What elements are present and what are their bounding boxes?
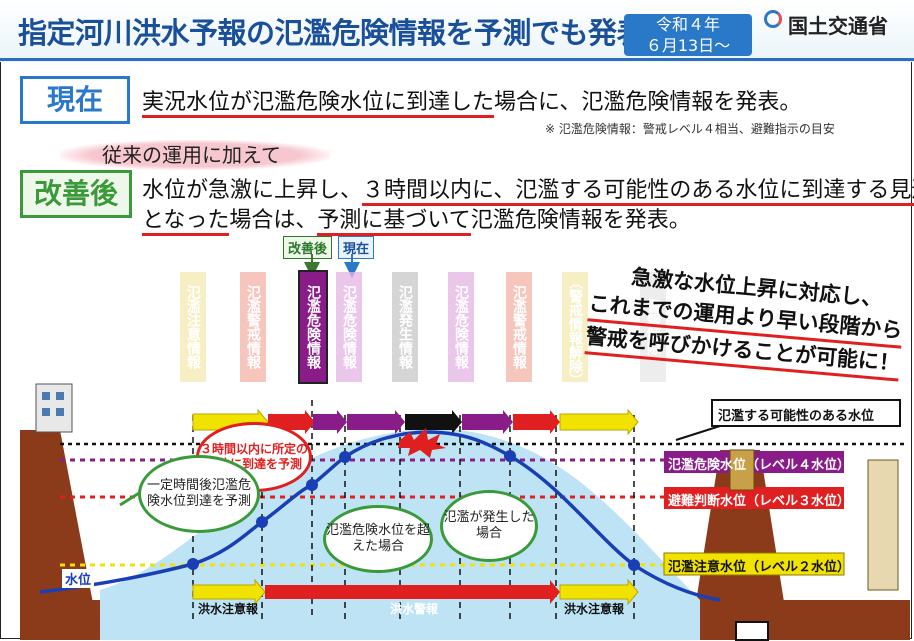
info-card-0: 氾濫注意情報: [180, 272, 206, 382]
improved-line2-b: 場合は、: [229, 208, 318, 233]
current-description: 実況水位が氾濫危険水位に到達した場合に、氾濫危険情報を発表。: [142, 84, 802, 118]
info-card-8: 警報解除: [640, 272, 666, 382]
info-card-2: 氾濫危険情報: [300, 272, 326, 382]
bubble-fixed-time: 一定時間後氾濫危険水位到達を予測: [138, 455, 260, 533]
bottom-warning-band: [192, 578, 639, 606]
date-badge: 令和４年 ６月13日～: [624, 14, 752, 56]
water-level-label: 水位: [62, 569, 95, 588]
bottom-watch-label: 洪水注意報: [198, 602, 259, 616]
current-note: ※ 氾濫危険情報：警戒レベル４相当、避難指示の目安: [545, 122, 835, 136]
improved-line1: 水位が急激に上昇し、３時間以内に、氾濫する可能性のある水位に到達する見通し: [142, 172, 914, 206]
improved-line2-c: 予測に基づいて: [317, 208, 471, 236]
level3-label: 避難判断水位（レベル３水位）: [668, 494, 851, 509]
header-divider: [0, 58, 914, 61]
possible-flood-label: 氾濫する可能性のある水位: [718, 409, 875, 424]
header: 指定河川洪水予報の氾濫危険情報を予測でも発表 令和４年 ６月13日～ 国土交通省: [0, 0, 914, 62]
tag-current: 現在: [338, 236, 375, 259]
info-card-4: 氾濫発生情報: [392, 272, 418, 382]
info-card-3: 氾濫危険情報: [336, 272, 362, 382]
level2-label: 氾濫注意水位（レベル２水位）: [668, 560, 851, 575]
page-title: 指定河川洪水予報の氾濫危険情報を予測でも発表: [18, 16, 646, 50]
bubble-exceeded: 氾濫危険水位を超えた場合: [323, 505, 433, 573]
improved-label: 改善後: [20, 170, 132, 218]
current-text-rest: 場合に、氾濫危険情報を発表。: [494, 90, 802, 115]
tag-improved: 改善後: [283, 236, 333, 259]
building: [35, 383, 73, 433]
bottom-watch2-label: 洪水注意報: [564, 602, 625, 616]
info-card-5: 氾濫危険情報: [448, 272, 474, 382]
info-card-1: 氾濫警戒情報: [240, 272, 266, 382]
ministry-name: 国土交通省: [788, 14, 888, 38]
improved-line2: となった場合は、予測に基づいて氾濫危険情報を発表。: [142, 202, 691, 236]
improved-line1-b: ３時間以内に、氾濫する可能性のある水位に到達する見通し: [362, 178, 914, 206]
current-text-underlined: 実況水位が氾濫危険水位に到達した: [142, 90, 495, 118]
info-card-6: 氾濫警戒情報: [506, 272, 532, 382]
possible-flood-box: [711, 399, 901, 427]
current-label: 現在: [20, 76, 130, 124]
level3-box: [664, 487, 844, 509]
ministry-logo-icon: [764, 10, 782, 28]
date-line1: 令和４年: [655, 15, 720, 34]
date-line2: ６月13日～: [645, 36, 731, 55]
improved-prefix: 従来の運用に加えて: [60, 140, 330, 170]
improved-line1-a: 水位が急激に上昇し、: [142, 178, 363, 203]
bottom-warning-label: 洪水警報: [390, 602, 439, 616]
flood-burst-icon: [398, 428, 446, 458]
info-card-7: （警戒情報解除）氾濫注意情報: [562, 272, 588, 382]
bubble-occurred: 氾濫が発生した場合: [440, 490, 538, 562]
improved-line2-a: となった: [142, 208, 230, 236]
level2-box: [663, 552, 845, 576]
level4-label: 氾濫危険水位（レベル４水位）: [668, 458, 851, 473]
info-arrow-band: [192, 408, 639, 436]
improved-line2-d: 氾濫危険情報を発表。: [470, 208, 691, 233]
bubble-3h: ３時間以内に所定の水位に到達を予測: [196, 422, 312, 492]
